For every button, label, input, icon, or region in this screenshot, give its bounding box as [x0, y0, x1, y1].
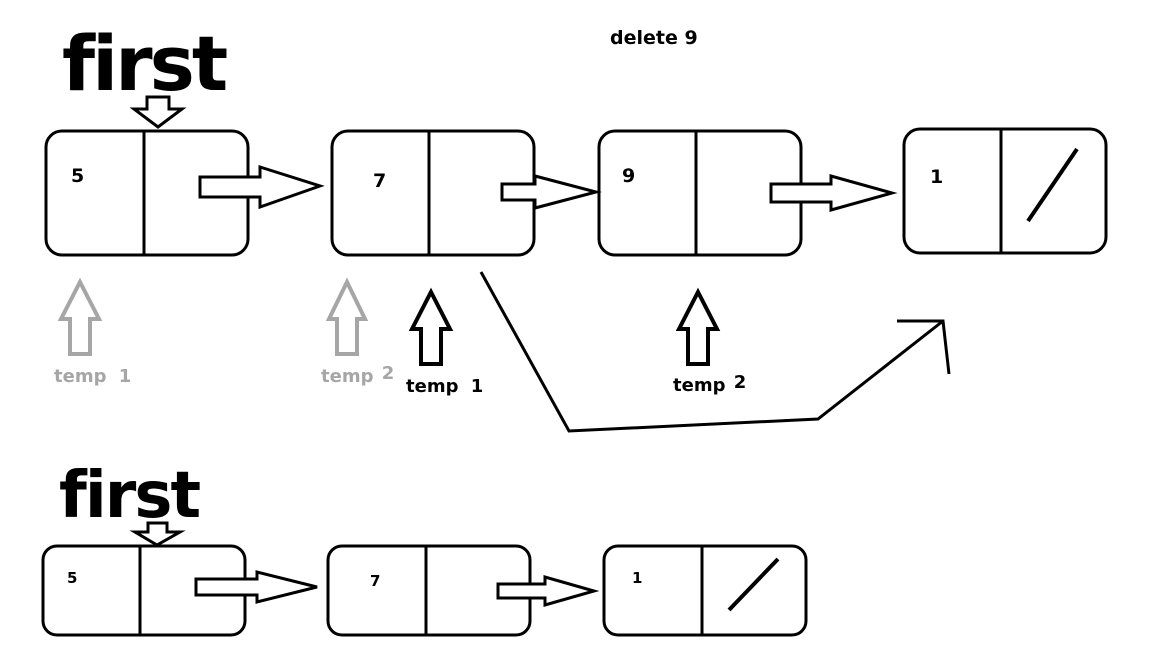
bottom-node-3: 1: [602, 544, 808, 637]
bottom-node-3-box: [602, 544, 808, 637]
top-node-4-value: 1: [930, 166, 943, 188]
bottom-node-3-value: 1: [632, 569, 642, 587]
pointer-temp1-previous-text: temp: [54, 366, 107, 387]
pointer-temp2-current-text: temp: [673, 375, 726, 396]
pointer-temp1-current-num: 1: [471, 376, 484, 397]
diagram-title: delete 9: [610, 27, 698, 49]
pointer-temp2-previous-num: 2: [382, 363, 395, 384]
pointer-temp1-previous: temp 1: [54, 277, 131, 387]
top-link-arrow-2-3: [500, 174, 602, 210]
top-node-1-value: 5: [71, 165, 84, 187]
top-node-4: 1: [902, 127, 1108, 255]
bypass-link-line: [479, 271, 944, 433]
pointer-temp2-current-arrow: [675, 287, 721, 366]
pointer-temp2-previous: temp 2: [321, 277, 394, 387]
top-link-arrow-3-4: [769, 174, 898, 212]
top-link-arrow-1-2: [198, 164, 325, 210]
bottom-head-label: first: [59, 459, 200, 533]
top-head-pointer-arrow: [129, 95, 187, 129]
top-node-4-box: [902, 127, 1108, 255]
pointer-temp2-current-num: 2: [734, 372, 747, 393]
bottom-head-pointer-arrow: [129, 521, 186, 547]
pointer-temp1-previous-arrow: [57, 277, 103, 356]
top-list: first 5 7 9 1: [44, 19, 1108, 433]
pointer-temp2-current-label: temp 2: [673, 372, 746, 396]
bottom-link-arrow-2-3: [496, 575, 600, 607]
pointer-temp1-current-arrow: [408, 287, 454, 366]
top-node-3-value: 9: [622, 165, 635, 187]
pointer-temp1-current-text: temp: [406, 376, 459, 397]
pointer-temp1-current-label: temp 1: [406, 376, 483, 397]
pointer-temp2-current: temp 2: [673, 287, 746, 396]
pointer-temp2-previous-text: temp: [321, 366, 374, 387]
bottom-node-2-value: 7: [370, 572, 380, 590]
bottom-node-1-value: 5: [67, 569, 77, 587]
bottom-list: first 5 7 1: [41, 459, 808, 637]
top-head-label: first: [62, 19, 227, 108]
bypass-link: [479, 271, 951, 433]
pointer-temp2-previous-arrow: [325, 277, 369, 356]
pointer-temp1-previous-label: temp 1: [54, 366, 131, 387]
pointer-temp1-previous-num: 1: [119, 366, 132, 387]
top-node-2-value: 7: [373, 170, 386, 192]
bottom-link-arrow-1-2: [194, 570, 318, 604]
bypass-link-arrowhead: [897, 319, 951, 375]
pointer-temp2-previous-label: temp 2: [321, 363, 394, 387]
pointer-temp1-current: temp 1: [406, 287, 483, 397]
bottom-node-3-null-slash: [727, 557, 780, 612]
top-node-4-null-slash: [1026, 147, 1079, 223]
